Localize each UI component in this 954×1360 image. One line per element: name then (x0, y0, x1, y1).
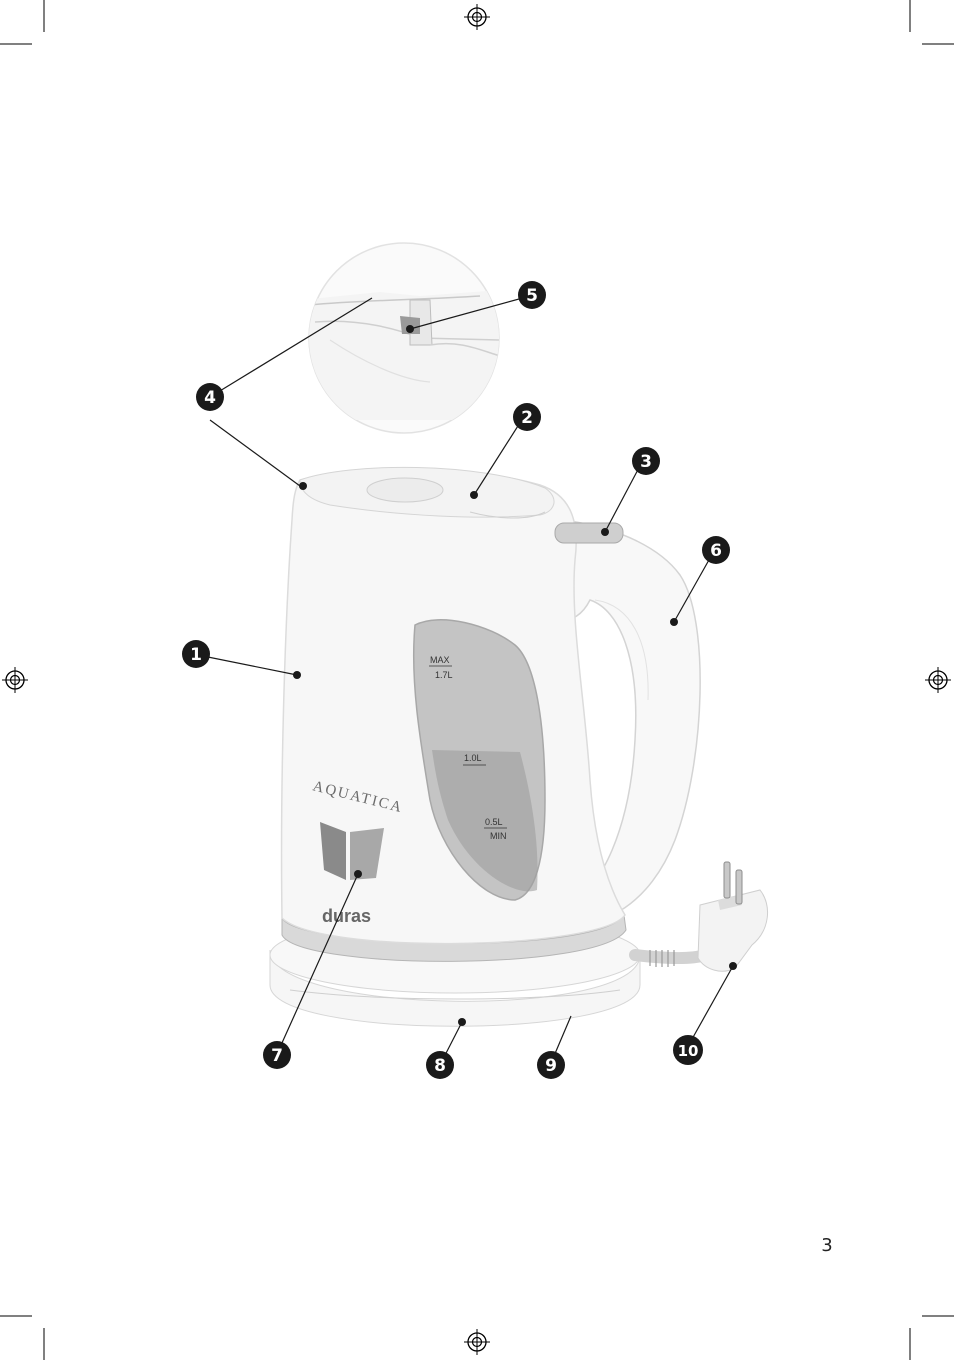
callout-7: 7 (263, 1041, 291, 1069)
brand-logo-text: duras (322, 906, 371, 926)
min-value: 0.5L (485, 817, 503, 827)
mid-value: 1.0L (464, 753, 482, 763)
callout-dots (293, 325, 737, 1026)
max-label: MAX (430, 655, 450, 665)
water-scale: MAX 1.7L 1.0L 0.5L MIN (429, 655, 507, 841)
min-label: MIN (490, 831, 507, 841)
callout-8: 8 (426, 1051, 454, 1079)
callout-3: 3 (632, 447, 660, 475)
registration-mark-bottom (464, 1329, 490, 1355)
callout-2-label: 2 (521, 408, 533, 428)
callout-4-label: 4 (204, 388, 216, 408)
brand-logo: duras (320, 822, 384, 926)
kettle-lid (299, 466, 555, 519)
callout-5-label: 5 (526, 286, 538, 306)
callout-1-label: 1 (190, 645, 202, 665)
max-value: 1.7L (435, 670, 453, 680)
lid-detail-inset (308, 242, 500, 434)
page-number: 3 (821, 1235, 833, 1256)
callout-7-label: 7 (271, 1046, 283, 1066)
callout-1: 1 (182, 640, 210, 668)
callout-4: 4 (196, 383, 224, 411)
callout-8-label: 8 (434, 1056, 446, 1076)
registration-mark-right (925, 667, 951, 693)
callout-10: 10 (673, 1035, 703, 1065)
callout-2: 2 (513, 403, 541, 431)
callout-3-label: 3 (640, 452, 652, 472)
callout-9: 9 (537, 1051, 565, 1079)
power-switch[interactable] (554, 522, 624, 544)
callout-6: 6 (702, 536, 730, 564)
registration-mark-left (2, 667, 28, 693)
registration-mark-top (464, 4, 490, 30)
callout-5: 5 (518, 281, 546, 309)
power-plug (629, 861, 769, 972)
callout-6-label: 6 (710, 541, 722, 561)
callout-10-label: 10 (678, 1042, 699, 1060)
callout-9-label: 9 (545, 1056, 557, 1076)
